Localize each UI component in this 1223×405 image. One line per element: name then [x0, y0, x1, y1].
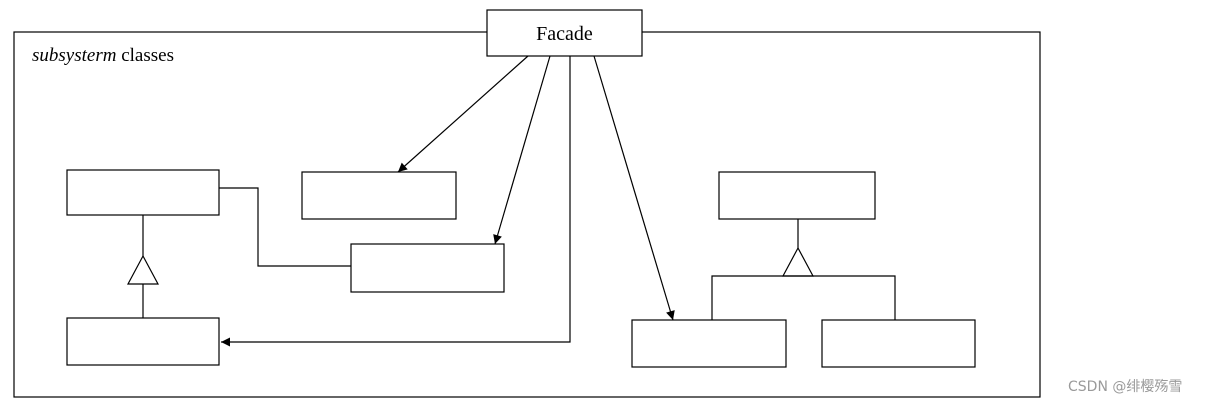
- class-box-middle-top: [301, 171, 457, 220]
- inheritance-triangle-left: [126, 254, 160, 285]
- class-box-left-bottom: [66, 317, 220, 366]
- subsystem-label-italic: subsysterm: [32, 45, 116, 66]
- inheritance-triangle-right: [781, 246, 815, 277]
- subsystem-label: subsysterm classes: [32, 45, 174, 66]
- inheritance-left: [126, 215, 160, 318]
- inheritance-right: [711, 219, 896, 320]
- facade-label: Facade: [536, 23, 593, 45]
- class-box-right-bottom-right: [821, 319, 976, 368]
- class-box-right-bottom-left: [631, 319, 787, 368]
- class-box-middle: [350, 243, 505, 293]
- facade-arrow-to-right-bottom: [593, 55, 675, 321]
- class-box-right-top: [718, 171, 876, 220]
- facade-arrow-to-middle-top: [397, 55, 529, 173]
- facade-arrow-to-middle: [493, 55, 551, 245]
- watermark-text: CSDN @绯樱殇雪: [1068, 379, 1183, 395]
- association-line: [219, 187, 351, 267]
- facade-arrow-to-left-bottom: [221, 56, 571, 347]
- facade-box: Facade: [486, 9, 643, 57]
- subsystem-label-rest: classes: [116, 45, 174, 66]
- class-box-left-top: [66, 169, 220, 216]
